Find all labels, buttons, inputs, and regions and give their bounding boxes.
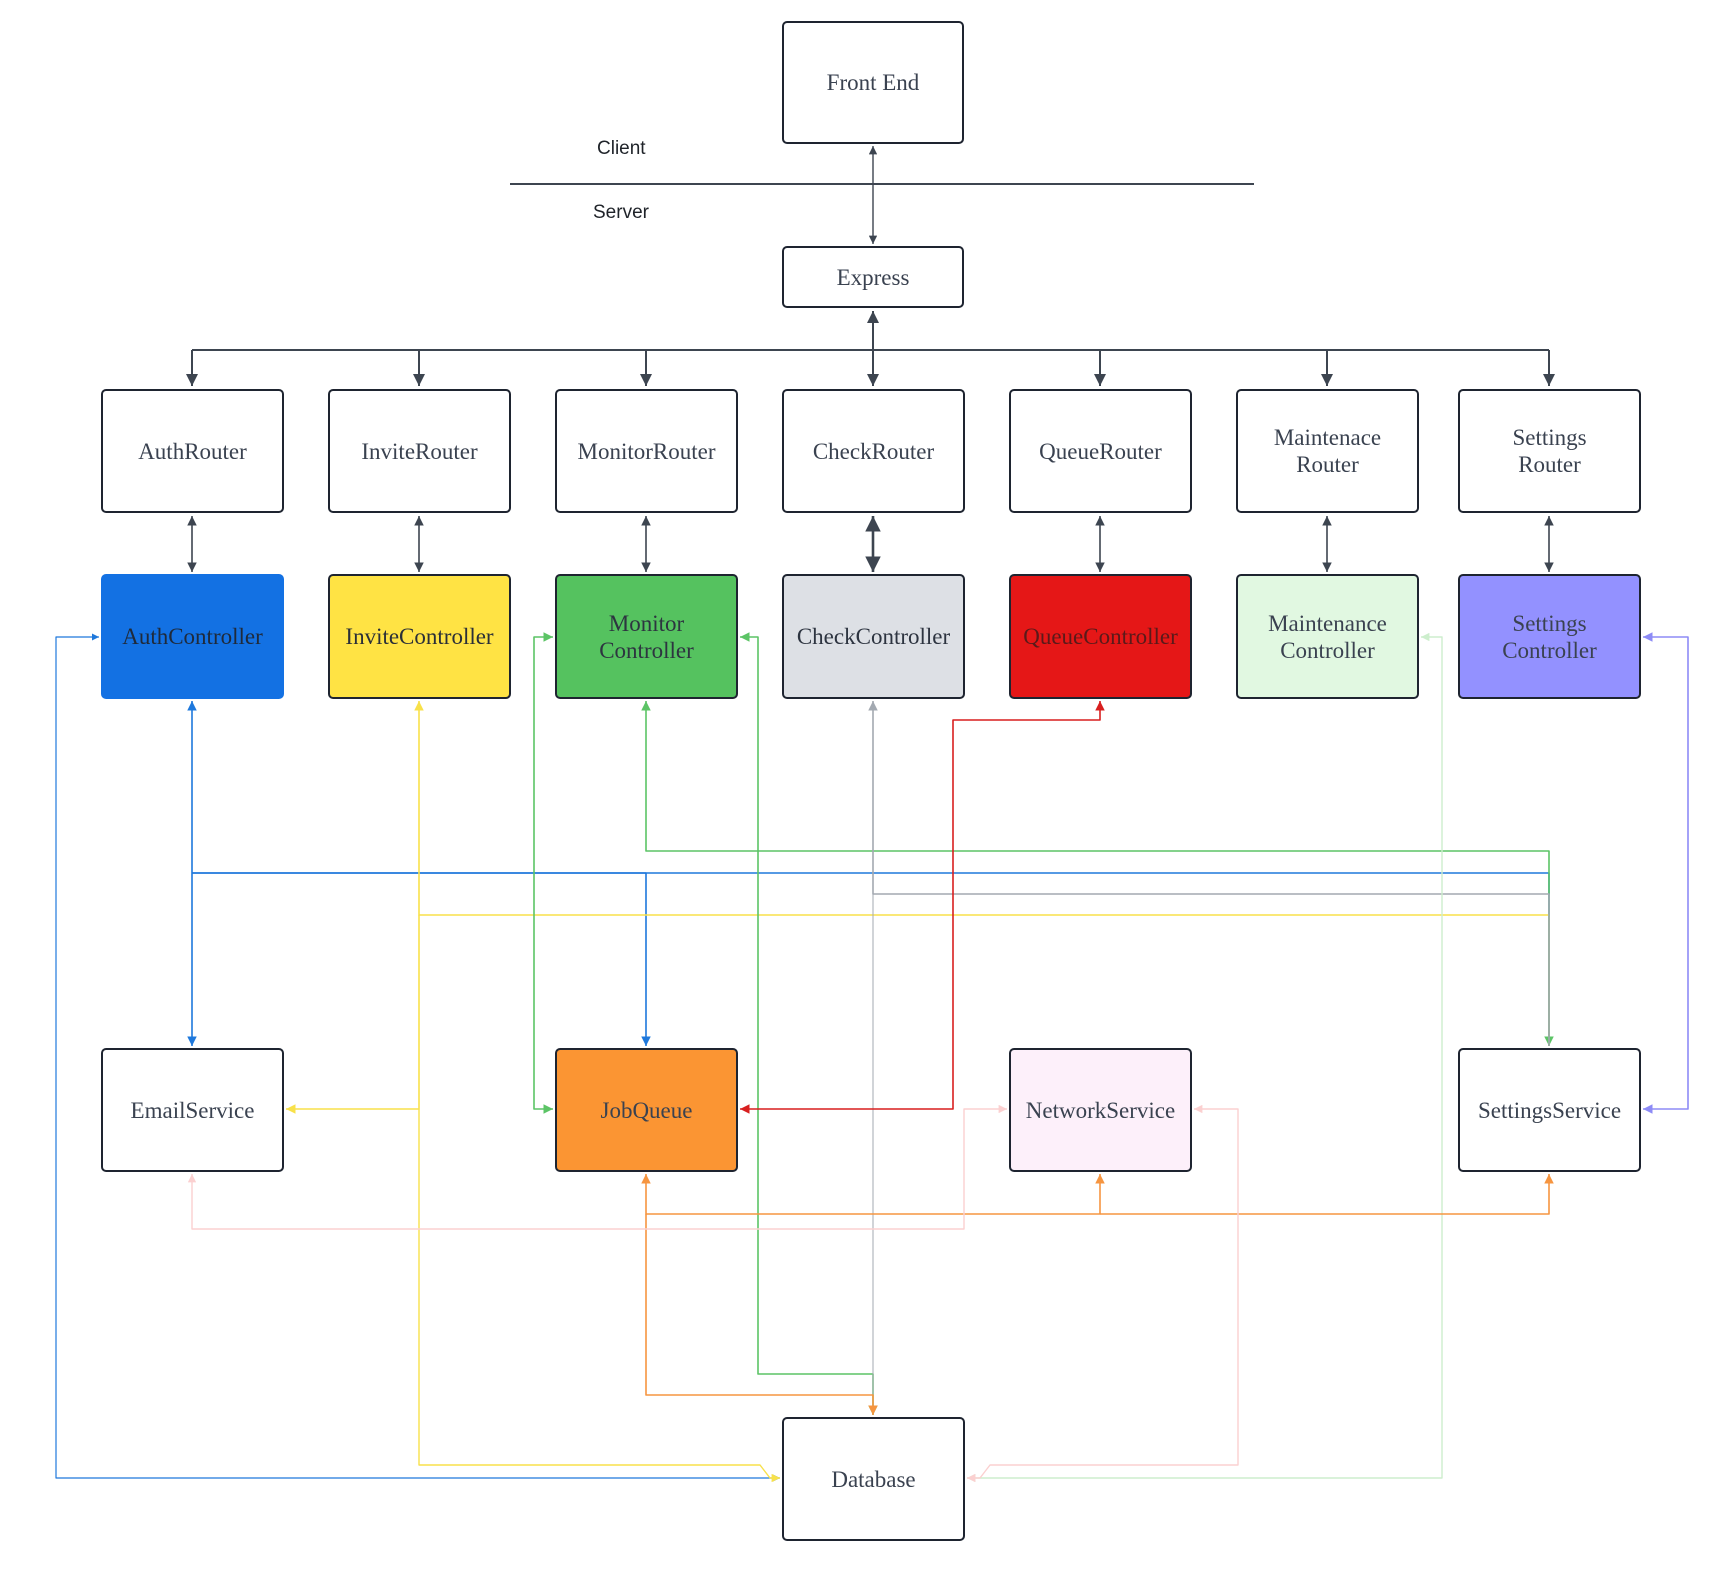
maintenance-router-node[interactable]: Maintenace Router	[1236, 389, 1419, 513]
invite-controller-node[interactable]: InviteController	[328, 574, 511, 699]
maintenance-database-connector	[967, 632, 1443, 1483]
monitor-controller-node[interactable]: Monitor Controller	[555, 574, 738, 699]
check-router-node[interactable]: CheckRouter	[782, 389, 965, 513]
settings-service-node[interactable]: SettingsService	[1458, 1048, 1641, 1172]
invite-router-node[interactable]: InviteRouter	[328, 389, 511, 513]
database-node[interactable]: Database	[782, 1417, 965, 1541]
jobqueue-settingsservice-connector	[1100, 1174, 1554, 1215]
express-node[interactable]: Express	[782, 246, 964, 308]
check-controller-node[interactable]: CheckController	[782, 574, 965, 699]
settings-controller-service-connector	[1643, 632, 1689, 1114]
invite-email-connector	[286, 915, 420, 1114]
invite-database-connector	[418, 1109, 780, 1483]
jobqueue-database-connector	[645, 1214, 878, 1415]
email-service-node[interactable]: EmailService	[101, 1048, 284, 1172]
queue-router-node[interactable]: QueueRouter	[1009, 389, 1192, 513]
front-end-node[interactable]: Front End	[782, 21, 964, 144]
maintenance-controller-node[interactable]: Maintenance Controller	[1236, 574, 1419, 699]
monitor-database-connector	[740, 632, 878, 1415]
network-service-node[interactable]: NetworkService	[1009, 1048, 1192, 1172]
settings-router-node[interactable]: Settings Router	[1458, 389, 1641, 513]
auth-router-node[interactable]: AuthRouter	[101, 389, 284, 513]
auth-controller-node[interactable]: AuthController	[101, 574, 284, 699]
server-label: Server	[593, 202, 649, 223]
queue-controller-node[interactable]: QueueController	[1009, 574, 1192, 699]
auth-settings-connector	[192, 872, 1550, 1046]
auth-database-connector	[55, 633, 780, 1482]
job-queue-node[interactable]: JobQueue	[555, 1048, 738, 1172]
monitor-router-node[interactable]: MonitorRouter	[555, 389, 738, 513]
settings-controller-node[interactable]: Settings Controller	[1458, 574, 1641, 699]
client-label: Client	[597, 138, 646, 159]
network-database-connector	[967, 1104, 1239, 1483]
